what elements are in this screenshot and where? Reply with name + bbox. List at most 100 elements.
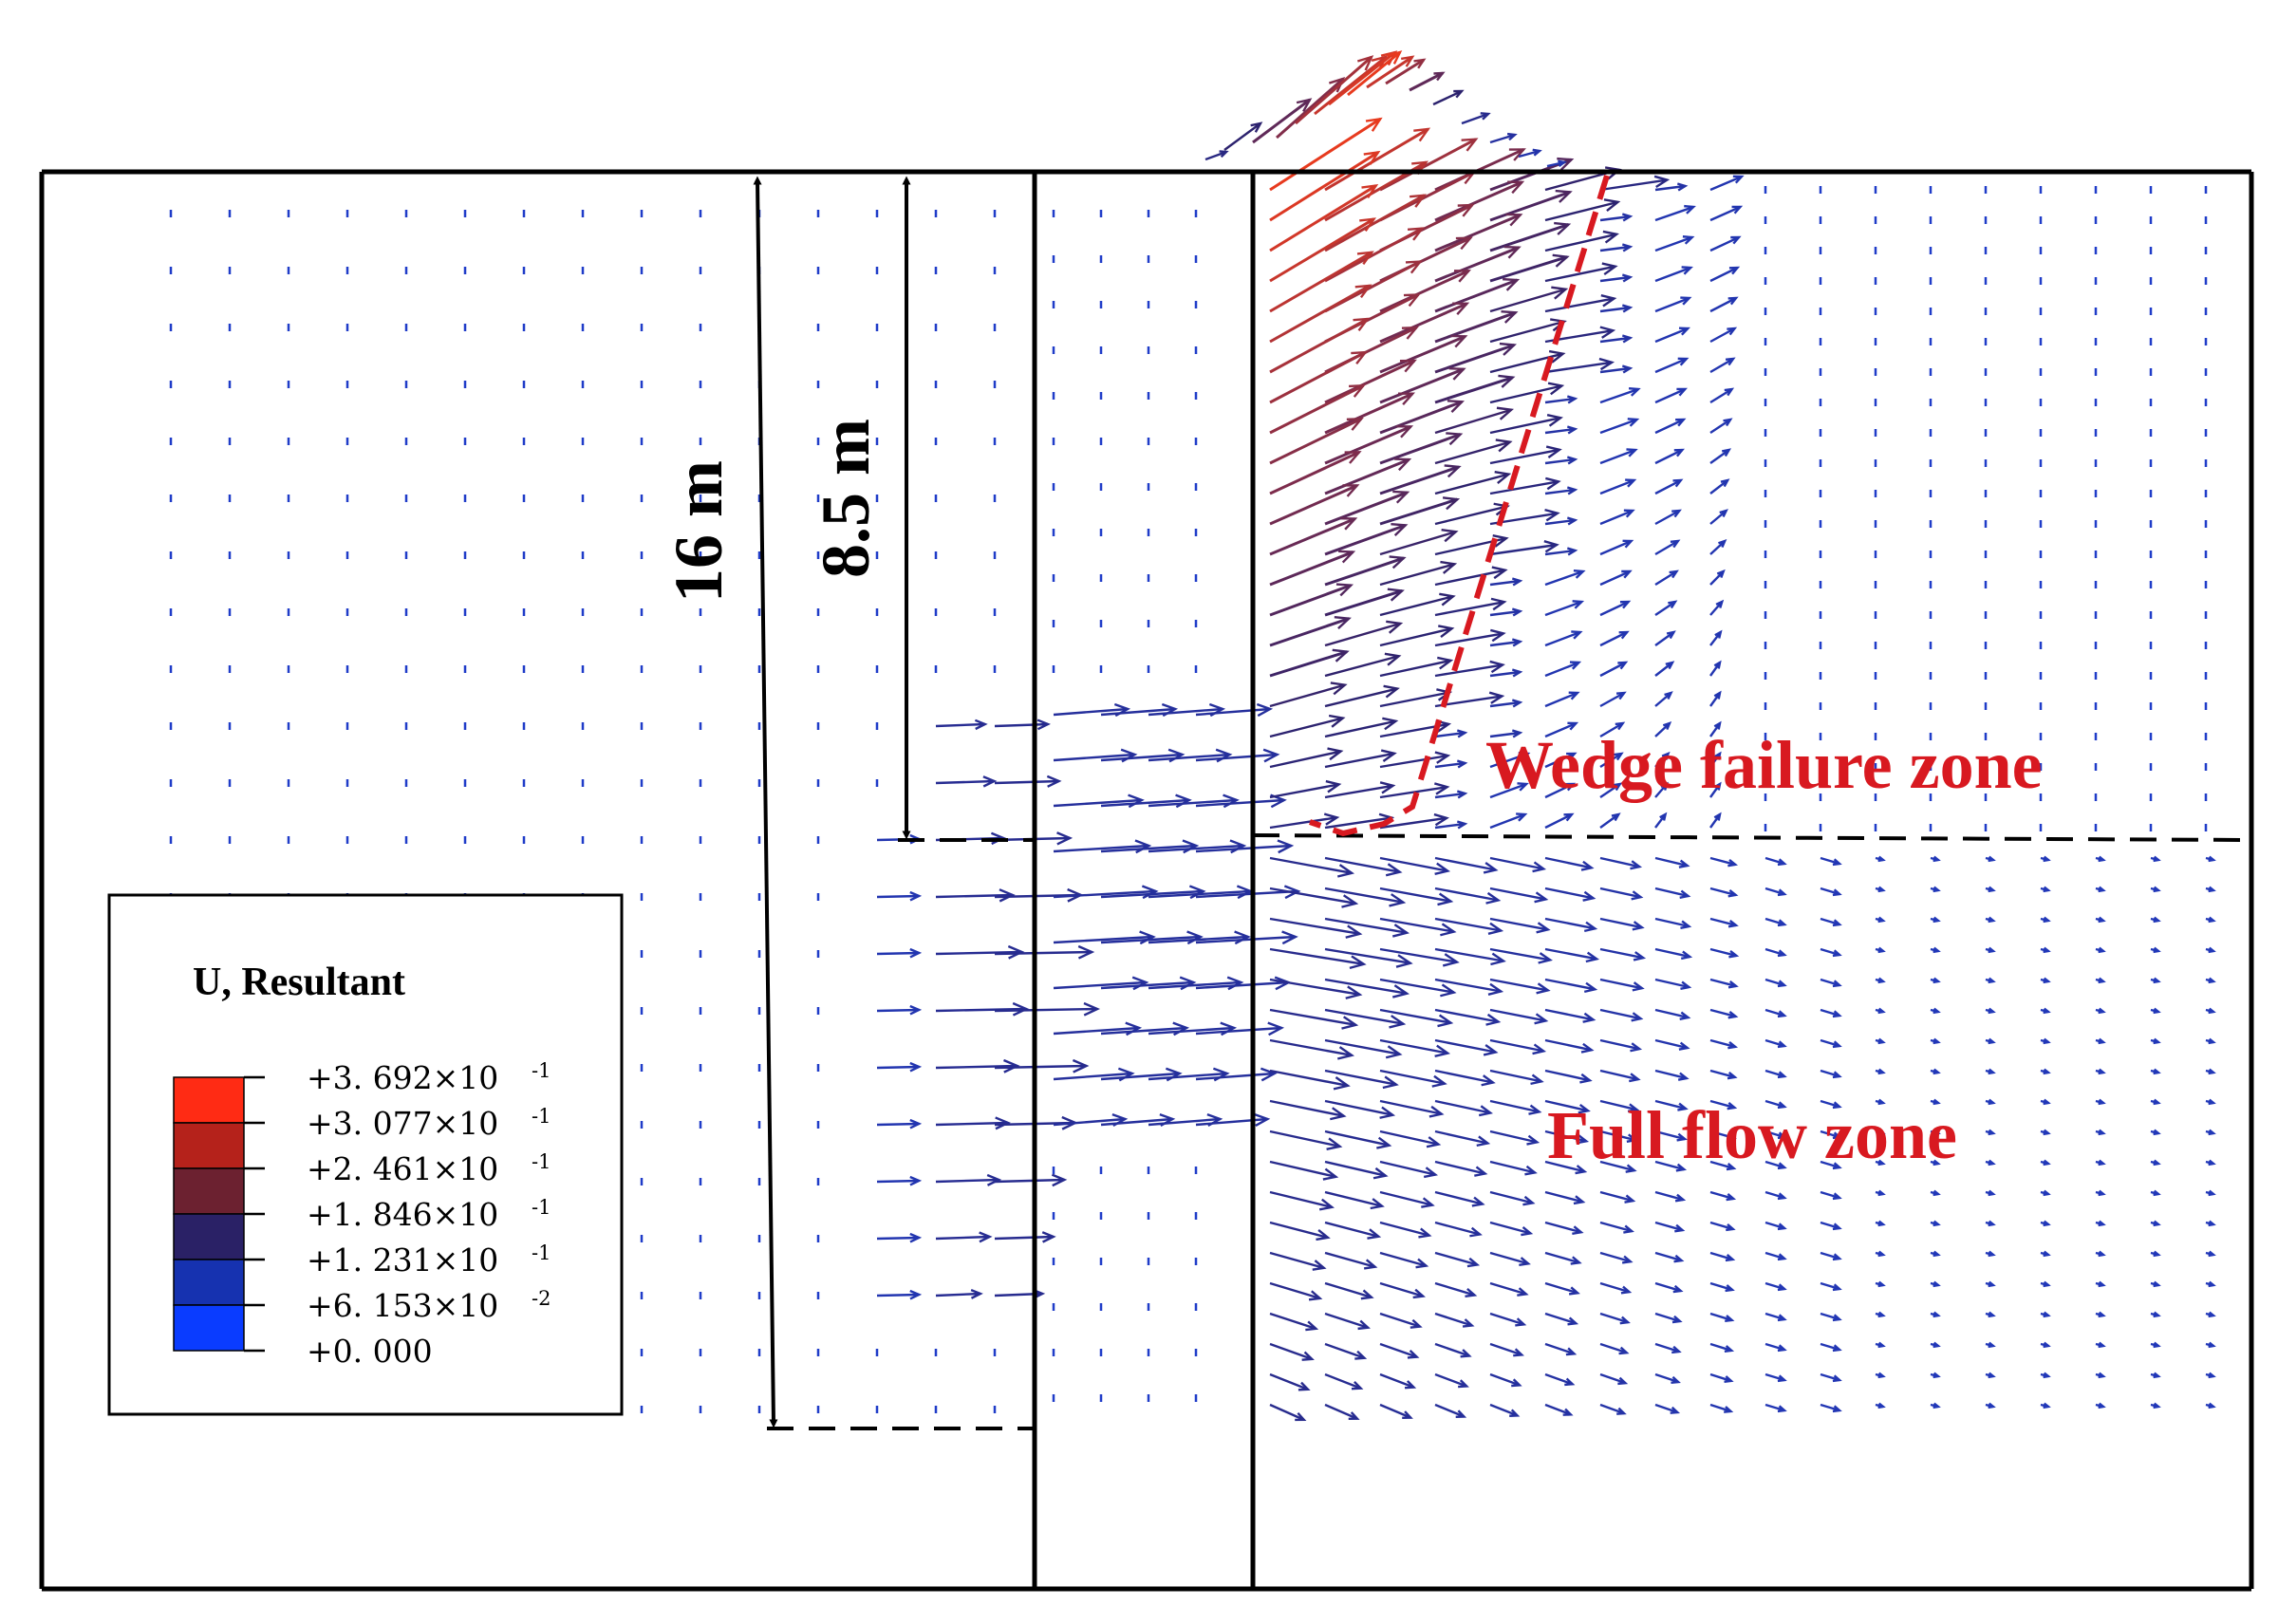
vector-arrow xyxy=(1195,930,1298,945)
vector-arrow xyxy=(1985,1129,1996,1136)
vector-arrow xyxy=(2150,1372,2161,1379)
vector-arrow xyxy=(1269,887,1359,908)
vector-arrow xyxy=(2150,1159,2161,1167)
vector-arrow xyxy=(2150,886,2161,893)
reference-dashed-lines xyxy=(767,833,2252,1430)
vector-arrow xyxy=(1875,1372,1886,1379)
vector-arrow xyxy=(2040,1372,2051,1379)
vector-arrow xyxy=(1434,759,1468,769)
vector-arrow xyxy=(1875,1189,1886,1197)
vector-arrow xyxy=(1434,180,1525,222)
vector-arrow xyxy=(1324,457,1412,495)
vector-arrow xyxy=(2205,1098,2216,1106)
vector-arrow xyxy=(1875,1037,1886,1045)
vector-arrow xyxy=(1654,1160,1688,1172)
legend-colorbar xyxy=(173,1075,265,1353)
vector-arrow xyxy=(935,888,1016,903)
vector-arrow xyxy=(1324,978,1410,999)
vector-arrow xyxy=(2095,916,2106,924)
vector-arrow xyxy=(2150,1098,2161,1106)
vector-arrow xyxy=(1654,1312,1683,1324)
vector-arrow xyxy=(1489,812,1528,830)
vector-arrow xyxy=(1269,1281,1323,1301)
vector-arrow xyxy=(1654,1008,1691,1020)
vector-arrow xyxy=(1489,856,1547,873)
vector-arrow xyxy=(1654,357,1690,374)
vector-arrow xyxy=(1599,243,1634,252)
vector-arrow xyxy=(1379,1099,1445,1118)
vector-arrow xyxy=(1820,1342,1842,1353)
vector-arrow xyxy=(1599,630,1630,647)
vector-arrow xyxy=(1195,702,1274,718)
vector-arrow xyxy=(1930,886,1941,893)
vector-arrow xyxy=(2040,886,2051,893)
vector-arrow xyxy=(1148,839,1247,854)
vector-arrow xyxy=(1820,1129,1842,1140)
vector-arrow xyxy=(1544,1281,1580,1296)
vector-arrow xyxy=(1544,887,1596,902)
vector-arrow xyxy=(2040,1129,2051,1136)
vector-arrow xyxy=(1599,600,1632,617)
vector-arrow xyxy=(2150,916,2161,924)
vector-arrow xyxy=(1489,638,1523,647)
vector-arrow xyxy=(1489,751,1531,769)
vector-arrow xyxy=(1489,978,1551,995)
vector-arrow xyxy=(1379,400,1466,435)
vector-arrow xyxy=(1654,947,1693,961)
vector-arrow xyxy=(1599,1129,1638,1144)
vector-arrow xyxy=(1053,839,1152,854)
vector-arrow xyxy=(1709,235,1742,252)
vector-arrow xyxy=(1599,418,1640,435)
vector-arrow xyxy=(1434,1008,1502,1026)
vector-arrow xyxy=(2095,946,2106,954)
vector-arrow xyxy=(1379,978,1457,998)
vector-arrow xyxy=(1489,382,1565,404)
vector-arrow xyxy=(1709,1160,1737,1171)
vector-arrow xyxy=(2150,1189,2161,1197)
vector-arrow xyxy=(1489,577,1523,587)
vector-arrow xyxy=(1489,1403,1521,1417)
vector-arrow xyxy=(1544,1160,1588,1175)
vector-arrow xyxy=(1599,509,1635,526)
vector-arrow xyxy=(1820,856,1842,867)
vector-arrow xyxy=(1599,1038,1643,1053)
vector-arrow xyxy=(1985,1068,1996,1075)
vector-arrow xyxy=(1709,917,1739,928)
vector-arrow xyxy=(1434,277,1521,313)
vector-arrow xyxy=(1930,1068,1941,1075)
vector-arrow xyxy=(1379,656,1454,678)
vector-arrow xyxy=(1820,1372,1842,1383)
vector-arrow xyxy=(1324,392,1415,435)
vector-arrow xyxy=(935,775,998,788)
legend-swatch xyxy=(173,1213,245,1260)
vector-arrow xyxy=(1765,887,1787,897)
vector-arrow xyxy=(1930,1098,1941,1106)
vector-arrow xyxy=(1709,1372,1734,1383)
vector-arrow xyxy=(1434,660,1505,678)
vector-arrow xyxy=(1269,417,1364,465)
vector-arrow xyxy=(1276,77,1346,140)
vector-arrow xyxy=(1148,930,1251,945)
vector-arrow xyxy=(1765,917,1787,927)
vector-arrow xyxy=(1709,539,1727,555)
vector-arrow xyxy=(2205,1402,2216,1409)
vector-arrow xyxy=(935,1173,1002,1186)
vector-arrow xyxy=(1544,1251,1582,1265)
vector-arrow xyxy=(1324,1190,1385,1210)
vector-arrow xyxy=(1434,597,1507,617)
vector-arrow xyxy=(1269,1342,1315,1361)
vector-arrow xyxy=(1765,1312,1787,1322)
vector-arrow xyxy=(1654,856,1690,868)
vector-arrow xyxy=(1599,213,1634,222)
vector-arrow xyxy=(1489,1312,1527,1327)
vector-arrow xyxy=(1324,1251,1378,1270)
vector-arrow xyxy=(1544,1038,1595,1054)
vector-arrow xyxy=(1347,50,1403,97)
vector-arrow xyxy=(1100,839,1200,854)
vector-arrow xyxy=(1709,978,1739,989)
vector-arrow xyxy=(1709,856,1739,868)
vector-arrow xyxy=(1544,1403,1574,1416)
vector-arrow xyxy=(1489,1129,1540,1146)
vector-arrow xyxy=(1544,1190,1586,1205)
vector-arrow xyxy=(1269,383,1367,435)
